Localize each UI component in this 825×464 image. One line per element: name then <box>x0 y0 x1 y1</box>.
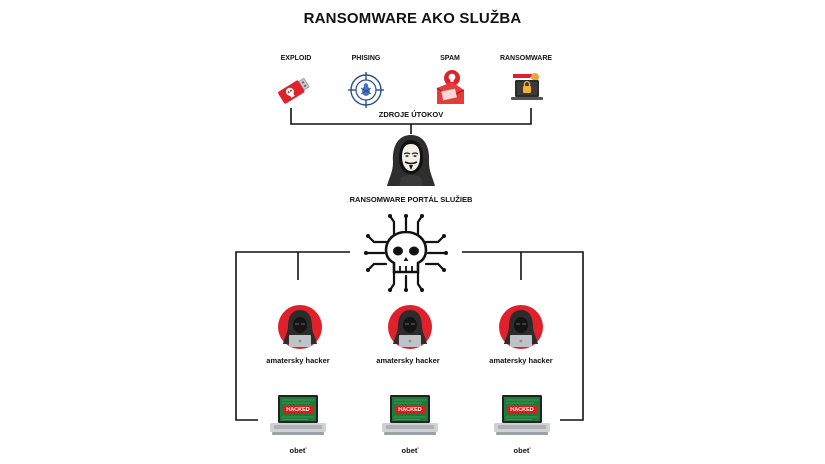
victim-laptop-icon: HACKED <box>382 393 438 439</box>
victim-label: obeť <box>513 446 531 455</box>
ransomware-laptop-icon <box>511 73 543 100</box>
source-label-exploid: EXPLOID <box>280 55 312 62</box>
hacked-screen-text: HACKED <box>286 407 310 413</box>
circuit-skull-icon <box>364 214 448 292</box>
portal-caption: RANSOMWARE PORTÁL SLUŽIEB <box>349 195 473 204</box>
hacked-screen-text: HACKED <box>398 407 422 413</box>
email-skull-icon <box>436 70 465 104</box>
amateur-hacker-icon <box>499 305 543 349</box>
source-label-spam: SPAM <box>440 55 460 62</box>
diagram-title: RANSOMWARE AKO SLUŽBA <box>303 10 522 27</box>
usb-skull-icon <box>278 77 310 104</box>
source-label-phising: PHISING <box>351 55 381 62</box>
hacker-label: amatersky hacker <box>266 356 330 365</box>
hacker-label: amatersky hacker <box>489 356 553 365</box>
amateur-hacker-icon <box>278 305 322 349</box>
amateur-hacker-icon <box>388 305 432 349</box>
victim-label: obeť <box>289 446 307 455</box>
victim-laptop-icon: HACKED <box>494 393 550 439</box>
victim-laptop-icon: HACKED <box>270 393 326 439</box>
source-label-ransomware: RANSOMWARE <box>499 55 553 62</box>
sources-caption: ZDROJE ÚTOKOV <box>378 110 444 119</box>
hacker-label: amatersky hacker <box>376 356 440 365</box>
victim-label: obeť <box>401 446 419 455</box>
hooded-hacker-icon <box>387 135 435 186</box>
hacked-screen-text: HACKED <box>510 407 534 413</box>
crosshair-bug-icon <box>348 72 384 108</box>
